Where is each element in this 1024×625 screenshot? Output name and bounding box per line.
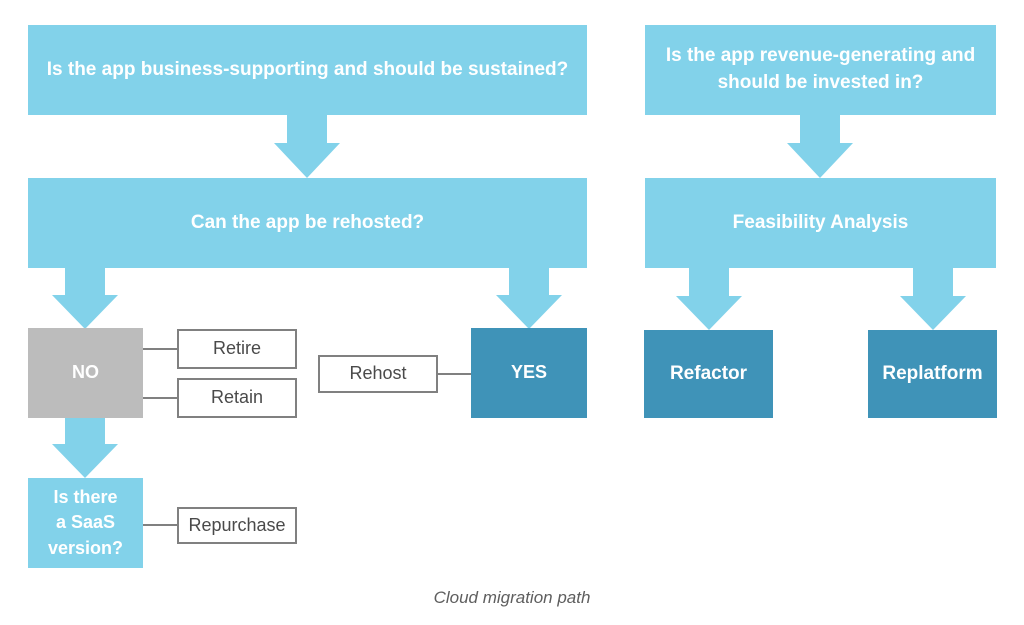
node-question-can-rehost-label: Can the app be rehosted? <box>190 211 425 233</box>
node-question-saas-version-label: Is there a SaaS version? <box>28 485 143 562</box>
node-question-saas-version[interactable]: Is there a SaaS version? <box>28 478 143 568</box>
arrow-no-to-saas <box>52 418 118 478</box>
node-replatform-label: Replatform <box>882 362 983 384</box>
arrow-rehost-to-yes <box>496 268 562 329</box>
node-question-revenue-generating[interactable]: Is the app revenue-generating and should… <box>645 25 996 115</box>
node-repurchase-label: Repurchase <box>188 514 286 535</box>
node-retain-label: Retain <box>210 387 264 408</box>
node-refactor[interactable]: Refactor <box>644 330 773 418</box>
arrow-rehost-to-no <box>52 268 118 329</box>
node-question-business-supporting[interactable]: Is the app business-supporting and shoul… <box>28 25 587 115</box>
arrow-business-to-rehost <box>274 115 340 178</box>
node-retire[interactable]: Retire <box>177 329 297 369</box>
arrow-feasibility-to-replatform <box>900 268 966 330</box>
node-yes-label: YES <box>510 362 548 383</box>
diagram-caption: Cloud migration path <box>433 588 591 607</box>
node-question-business-supporting-label: Is the app business-supporting and shoul… <box>46 58 569 80</box>
connector-no-to-retain <box>143 397 177 399</box>
connector-saas-to-repurchase <box>143 524 177 526</box>
node-feasibility-analysis[interactable]: Feasibility Analysis <box>645 178 996 268</box>
node-retain[interactable]: Retain <box>177 378 297 418</box>
node-retire-label: Retire <box>212 338 261 359</box>
arrow-revenue-to-feasibility <box>787 115 853 178</box>
node-rehost[interactable]: Rehost <box>318 355 438 393</box>
node-yes[interactable]: YES <box>471 328 587 418</box>
node-replatform[interactable]: Replatform <box>868 330 997 418</box>
connector-rehost-to-yes <box>438 373 471 375</box>
node-refactor-label: Refactor <box>669 362 748 384</box>
node-question-saas-version-line3: version? <box>47 537 124 558</box>
node-repurchase[interactable]: Repurchase <box>177 507 297 544</box>
arrow-feasibility-to-refactor <box>676 268 742 330</box>
connector-no-to-retire <box>143 348 177 350</box>
node-question-revenue-generating-label: Is the app revenue-generating and should… <box>665 45 976 93</box>
node-question-saas-version-line1: Is there <box>53 486 118 507</box>
node-feasibility-analysis-label: Feasibility Analysis <box>732 211 909 233</box>
node-no[interactable]: NO <box>28 328 143 418</box>
node-question-can-rehost[interactable]: Can the app be rehosted? <box>28 178 587 268</box>
node-no-label: NO <box>72 362 99 383</box>
node-rehost-label: Rehost <box>349 363 407 384</box>
node-question-saas-version-line2: a SaaS <box>55 512 116 533</box>
